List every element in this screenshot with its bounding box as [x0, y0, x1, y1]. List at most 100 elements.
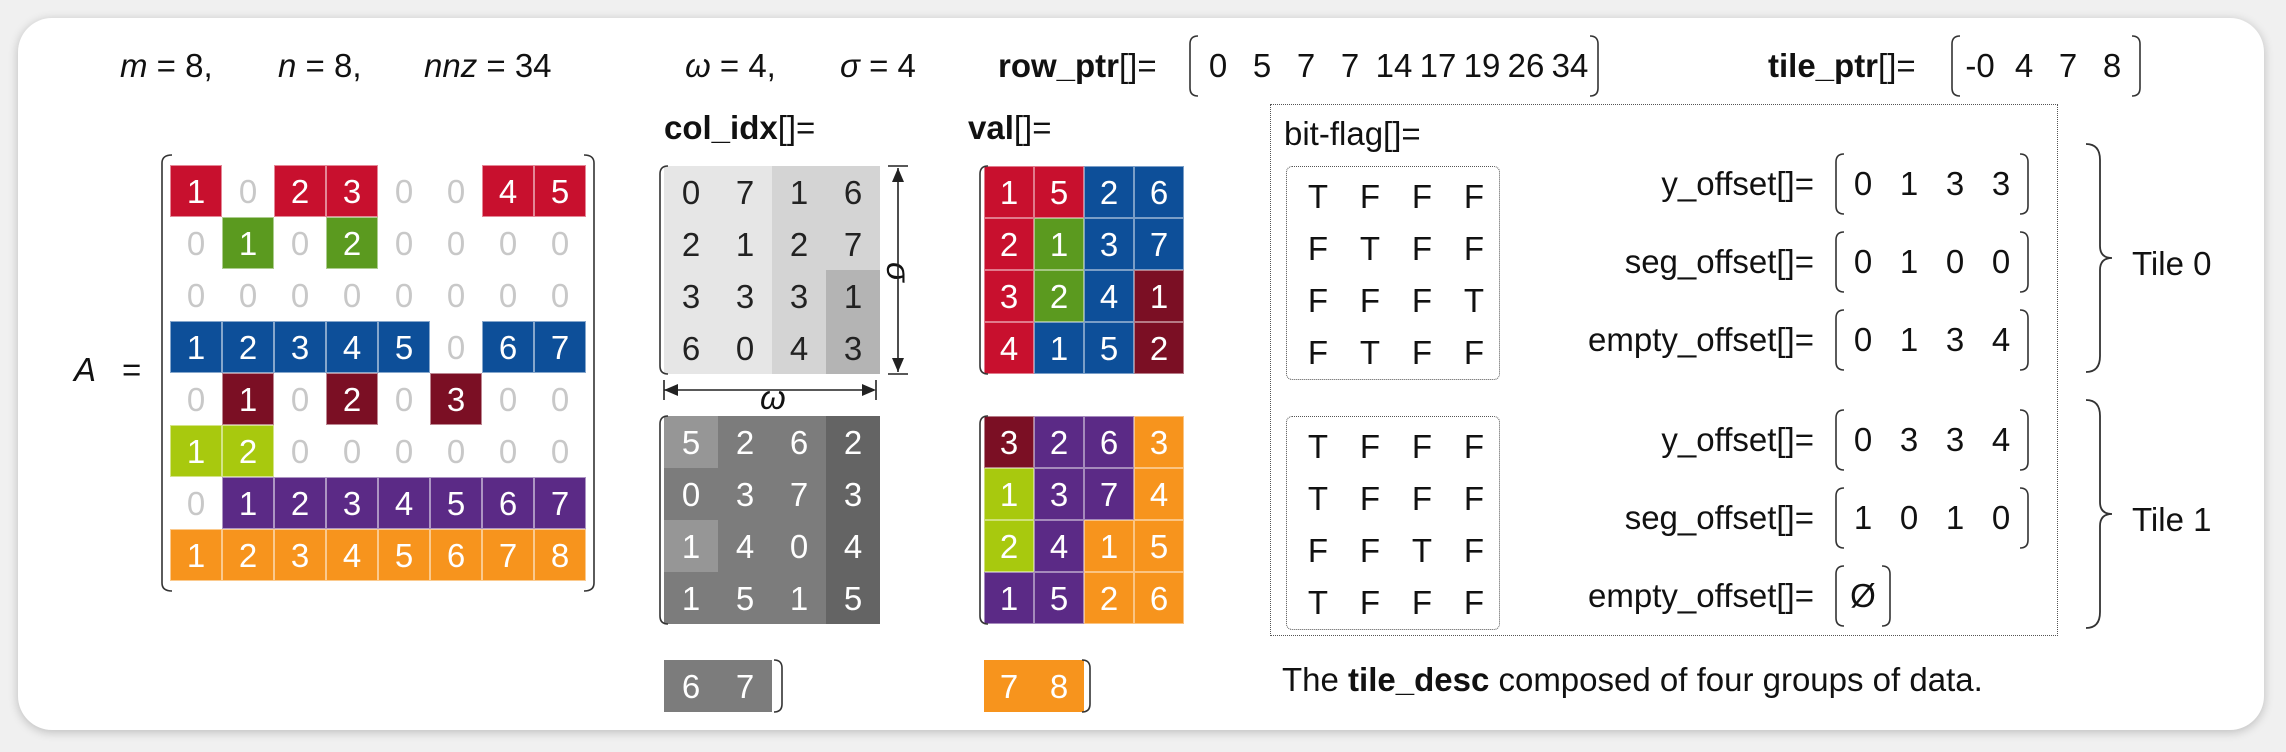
val-cell: 6: [1134, 166, 1184, 218]
tile-ptr-suffix: []=: [1878, 47, 1916, 84]
bracket-left: [1835, 487, 1845, 549]
y-offset-value: 3: [1945, 421, 1965, 458]
seg-offset-value: 0: [1945, 243, 1965, 280]
bit-flag-cell: F: [1411, 583, 1433, 621]
matrix-cell: 3: [430, 373, 482, 425]
bit-flag-cell: T: [1463, 281, 1485, 319]
matrix-cell: 2: [222, 321, 274, 373]
matrix-cell: 2: [222, 425, 274, 477]
matrix-cell: 0: [498, 432, 518, 470]
matrix-cell: 4: [326, 321, 378, 373]
bit-flag-cell: T: [1307, 177, 1329, 215]
caption-pre: The: [1282, 661, 1349, 698]
bit-flag-cell: F: [1463, 531, 1485, 569]
col-idx-cell: 1: [826, 270, 880, 322]
bit-flag-cell: F: [1307, 281, 1329, 319]
empty-offset-value: 0: [1853, 321, 1873, 358]
matrix-cell: 5: [534, 165, 586, 217]
val-label: val[]=: [968, 108, 1051, 148]
row-ptr-value: 34: [1551, 47, 1589, 84]
matrix-cell: 0: [446, 172, 466, 210]
matrix-cell: 2: [326, 373, 378, 425]
val-cell: 2: [1034, 270, 1084, 322]
val-suffix: []=: [1013, 109, 1052, 146]
col-idx-name: col_idx: [664, 109, 778, 146]
matrix-cell: 0: [498, 276, 518, 314]
bit-flag-cell: F: [1359, 479, 1381, 517]
col-idx-cell: 5: [664, 416, 718, 468]
bit-flag-cell: F: [1463, 479, 1485, 517]
arrow-head-icon: [892, 358, 904, 372]
bracket-left: [1835, 153, 1845, 215]
val-cell: 1: [984, 468, 1034, 520]
empty-offset-label: empty_offset[]=: [1588, 577, 1814, 614]
col-idx-cell: 3: [826, 322, 880, 374]
tile-brace: [2085, 143, 2113, 373]
val-cell: 2: [984, 520, 1034, 572]
caption-bold: tile_desc: [1348, 661, 1490, 698]
col-idx-cell: 5: [826, 572, 880, 624]
val-cell: 4: [984, 322, 1034, 374]
val-cell: 5: [1034, 572, 1084, 624]
y-offset-label: y_offset[]=: [1661, 165, 1814, 202]
tile-ptr-name: tile_ptr: [1768, 47, 1879, 84]
arrow-head-icon: [862, 384, 876, 396]
col-idx-cell: 6: [826, 166, 880, 218]
matrix-cell: 4: [378, 477, 430, 529]
tile-desc-box: [1270, 104, 2058, 636]
bit-flag-cell: T: [1411, 531, 1433, 569]
matrix-cell: 0: [290, 380, 310, 418]
bracket-left: [1951, 35, 1961, 97]
matrix-cell: 7: [534, 477, 586, 529]
val-cell: 1: [1034, 218, 1084, 270]
bit-flag-cell: F: [1463, 333, 1485, 371]
col-idx-cell: 4: [826, 520, 880, 572]
col-idx-cell: 0: [664, 166, 718, 218]
matrix-cell: 1: [222, 373, 274, 425]
row-ptr-value: 5: [1252, 47, 1272, 84]
bracket-right: [2019, 153, 2029, 215]
row-ptr-suffix: []=: [1119, 47, 1157, 84]
col-idx-cell: 4: [772, 322, 826, 374]
row-ptr-value: 19: [1463, 47, 1501, 84]
tile-ptr-value: 4: [2014, 47, 2034, 84]
col-idx-cell: 1: [664, 572, 718, 624]
val-name: val: [968, 109, 1014, 146]
seg-offset-value: 0: [1991, 243, 2011, 280]
bit-flag-cell: F: [1307, 229, 1329, 267]
seg-offset-value: 0: [1853, 243, 1873, 280]
col-idx-cell: 0: [664, 468, 718, 520]
param-m: m = 8,: [120, 47, 213, 84]
bracket-left: [1835, 309, 1845, 371]
param-n: n = 8,: [278, 47, 362, 84]
col-idx-cell: 1: [718, 218, 772, 270]
row-ptr-name: row_ptr: [998, 47, 1120, 84]
col-idx-cell: 5: [718, 572, 772, 624]
matrix-cell: 0: [394, 276, 414, 314]
bit-flag-cell: F: [1411, 333, 1433, 371]
col-idx-cell: 0: [718, 322, 772, 374]
bracket-left: [659, 415, 669, 625]
val-cell: 2: [1034, 416, 1084, 468]
val-cell: 4: [1034, 520, 1084, 572]
matrix-cell: 7: [534, 321, 586, 373]
seg-offset-value: 0: [1899, 499, 1919, 536]
matrix-cell: 0: [394, 432, 414, 470]
bit-flag-cell: F: [1359, 531, 1381, 569]
val-cell: 2: [1084, 166, 1134, 218]
col-idx-cell: 1: [772, 572, 826, 624]
bracket-left: [659, 165, 669, 375]
val-cell: 2: [1134, 322, 1184, 374]
matrix-cell: 0: [394, 224, 414, 262]
empty-offset-value: Ø: [1850, 577, 1876, 614]
empty-offset-label: empty_offset[]=: [1588, 321, 1814, 358]
bit-flag-cell: T: [1307, 583, 1329, 621]
bit-flag-box-tile1: [1286, 416, 1500, 630]
bit-flag-cell: F: [1307, 531, 1329, 569]
